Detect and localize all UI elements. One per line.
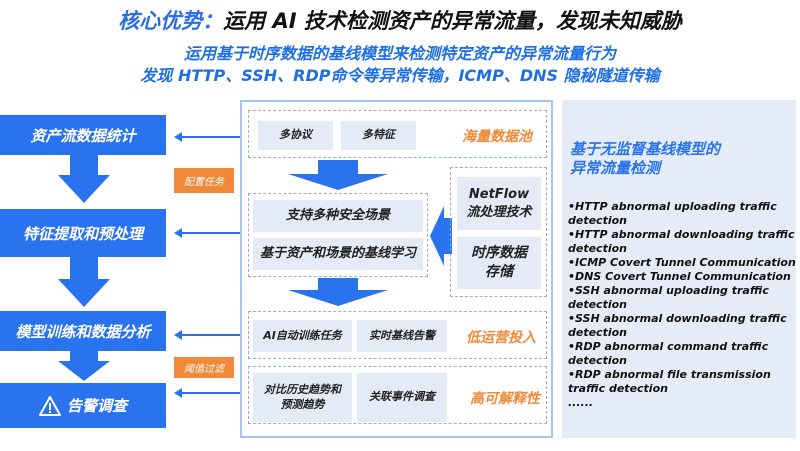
step-feature-extraction: 特征提取和预处理 — [0, 209, 166, 257]
step-alert-investigation: 告警调查 — [0, 383, 166, 428]
title-highlight: 核心优势： — [118, 9, 224, 33]
step-label: 资产流数据统计 — [30, 126, 136, 145]
trend-comparison: 对比历史趋势和预测趋势 — [253, 373, 352, 422]
title-line: 异常流量检测 — [570, 159, 661, 177]
scenario-group — [248, 193, 428, 277]
list-item: •SSH abnormal downloading traffic detect… — [568, 312, 787, 339]
data-pool-group — [248, 110, 547, 158]
detection-list: •HTTP abnormal uploading traffic detecti… — [568, 200, 796, 410]
list-item: •HTTP abnormal uploading traffic detecti… — [568, 200, 777, 227]
connector-arrow — [174, 228, 240, 238]
list-item: •RDP abnormal file transmission traffic … — [568, 368, 771, 395]
warning-icon — [38, 395, 61, 416]
down-arrow-icon — [318, 160, 358, 174]
list-item: •RDP abnormal command traffic detection — [568, 340, 769, 367]
down-arrow-icon — [58, 361, 110, 381]
step-asset-flow-stats: 资产流数据统计 — [0, 115, 166, 155]
title-rest: 运用 AI 技术检测资产的异常流量，发现未知威胁 — [223, 9, 682, 33]
label-low-ops: 低运营投入 — [466, 330, 536, 346]
step-label: 模型训练和数据分析 — [15, 322, 151, 341]
connector-arrow — [174, 330, 240, 340]
connector-arrow — [174, 132, 240, 142]
down-arrow-icon — [318, 278, 358, 290]
down-arrow-icon — [58, 279, 110, 307]
event-correlation: 关联事件调查 — [357, 373, 447, 422]
tag-config-task: 配置任务 — [174, 168, 234, 193]
explain-group — [248, 366, 547, 424]
down-arrow-icon — [70, 155, 98, 175]
step-model-training: 模型训练和数据分析 — [0, 311, 166, 351]
label-data-pool: 海量数据池 — [462, 129, 532, 145]
tag-threshold-filter: 阈值过滤 — [174, 357, 234, 378]
step-label: 特征提取和预处理 — [22, 224, 143, 243]
list-item: •DNS Covert Tunnel Communication — [568, 270, 791, 283]
down-arrow-icon — [70, 257, 98, 279]
list-item: •ICMP Covert Tunnel Communication — [568, 256, 796, 269]
multi-feature: 多特征 — [341, 121, 416, 150]
down-arrow-icon — [58, 175, 110, 203]
step-label: 告警调查 — [66, 397, 127, 415]
title-line: 基于无监督基线模型的 — [570, 140, 721, 158]
realtime-baseline-alert: 实时基线告警 — [357, 320, 447, 352]
list-item: •HTTP abnormal downloading traffic detec… — [568, 228, 795, 255]
left-arrow-icon — [430, 206, 444, 266]
list-ellipsis: ...... — [568, 396, 594, 409]
label-explainability: 高可解释性 — [470, 391, 540, 407]
down-arrow-icon — [288, 290, 388, 306]
page-title: 核心优势：运用 AI 技术检测资产的异常流量，发现未知威胁 — [0, 5, 800, 35]
platform-container — [240, 100, 553, 438]
baseline-learning: 基于资产和场景的基线学习 — [253, 238, 423, 270]
multi-protocol: 多协议 — [258, 121, 333, 150]
subtitle-line2: 发现 HTTP、SSH、RDP命令等异常传输，ICMP、DNS 隐秘隧道传输 — [140, 66, 660, 85]
tech-group — [450, 167, 547, 297]
down-arrow-icon — [70, 351, 98, 361]
ops-group — [248, 311, 547, 359]
detection-title: 基于无监督基线模型的异常流量检测 — [570, 140, 720, 178]
left-arrow-icon — [442, 218, 452, 254]
list-item: •SSH abnormal uploading traffic detectio… — [568, 284, 769, 311]
netflow-processing: NetFlow流处理技术 — [457, 177, 541, 230]
multi-security-scenarios: 支持多种安全场景 — [253, 200, 423, 232]
ai-auto-training: AI自动训练任务 — [253, 320, 352, 352]
connector-arrow — [174, 388, 240, 398]
timeseries-storage: 时序数据存储 — [457, 237, 541, 289]
down-arrow-icon — [288, 174, 388, 190]
subtitle-line1: 运用基于时序数据的基线模型来检测特定资产的异常流量行为 — [183, 44, 616, 63]
detection-panel — [562, 100, 796, 438]
